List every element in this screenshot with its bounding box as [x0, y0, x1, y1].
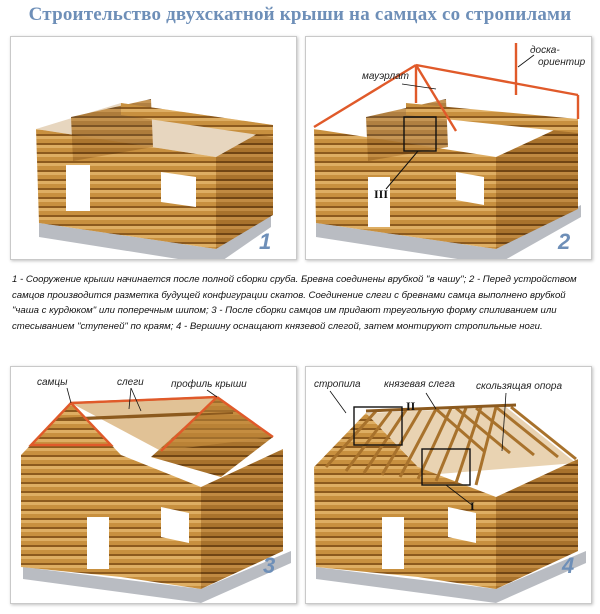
slegi-label: слеги — [117, 377, 144, 388]
page-title: Строительство двухскатной крыши на самца… — [28, 4, 572, 25]
ridge-sleg-label: князевая слега — [384, 379, 455, 390]
mauerlat-label: мауэрлат — [362, 71, 409, 82]
detail-marker-2: II — [406, 399, 416, 413]
guide-board-label-2: ориентир — [538, 57, 586, 68]
detail-frame-2 — [353, 406, 403, 446]
panel-step-1: 1 — [10, 36, 297, 260]
window-opening — [161, 172, 196, 207]
detail-marker: III — [374, 187, 389, 201]
samtsy-label: самцы — [37, 377, 68, 388]
step-number: 4 — [562, 553, 575, 578]
roof-profile-label: профиль крыши — [171, 379, 247, 390]
step-number: 3 — [263, 553, 276, 578]
description-text: 1 - Сооружение крыши начинается после по… — [12, 274, 577, 332]
panel-step-3: самцы слеги профиль крыши 3 — [10, 366, 297, 604]
panel-step-2: мауэрлат доска- ориентир III 2 — [305, 36, 592, 260]
step-number: 1 — [259, 229, 272, 254]
guide-lines — [313, 43, 580, 132]
side-wall — [216, 125, 273, 249]
sliding-support-label: скользящая опора — [476, 381, 563, 392]
detail-frame — [403, 116, 437, 152]
rafters-label: стропила — [314, 379, 361, 390]
step-number: 2 — [558, 229, 571, 254]
roof-profile-line-left — [28, 401, 114, 447]
door-opening — [66, 165, 90, 211]
rafters-installation-illustration — [314, 390, 586, 603]
panel-step-4: стропила князевая слега скользящая опора… — [305, 366, 592, 604]
samtsy-assembly-illustration — [21, 387, 291, 603]
marking-roof-slopes-illustration — [313, 43, 581, 259]
log-house-walls-illustration — [36, 99, 273, 259]
ridge-sleg — [365, 403, 517, 413]
detail-marker-1: I — [470, 499, 475, 513]
guide-board-label-1: доска- — [530, 45, 560, 56]
